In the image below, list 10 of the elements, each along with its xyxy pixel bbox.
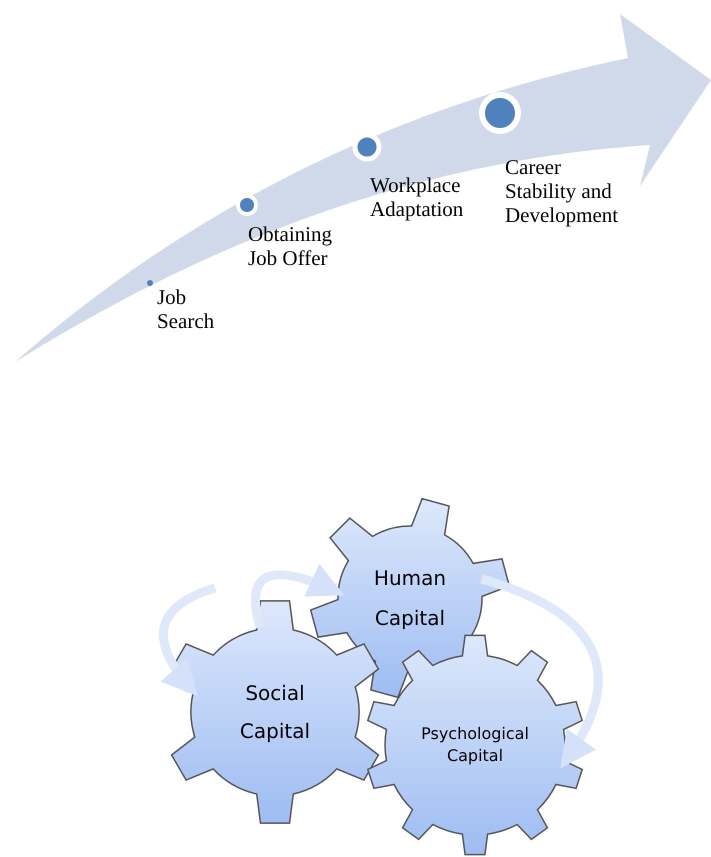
gear-label: Social Capital	[238, 680, 312, 745]
stage-label: Career Stability and Development	[505, 155, 635, 227]
gear-label: Psychological Capital	[420, 723, 530, 767]
stage-label: Workplace Adaptation	[370, 173, 490, 221]
stage-label: Job Search	[157, 285, 227, 333]
curved-arrow	[480, 574, 603, 769]
stage-label: Obtaining Job Offer	[248, 222, 358, 270]
gear-label: Human Capital	[372, 565, 448, 632]
curved-arrow	[251, 564, 345, 628]
curved-arrow	[158, 584, 216, 697]
